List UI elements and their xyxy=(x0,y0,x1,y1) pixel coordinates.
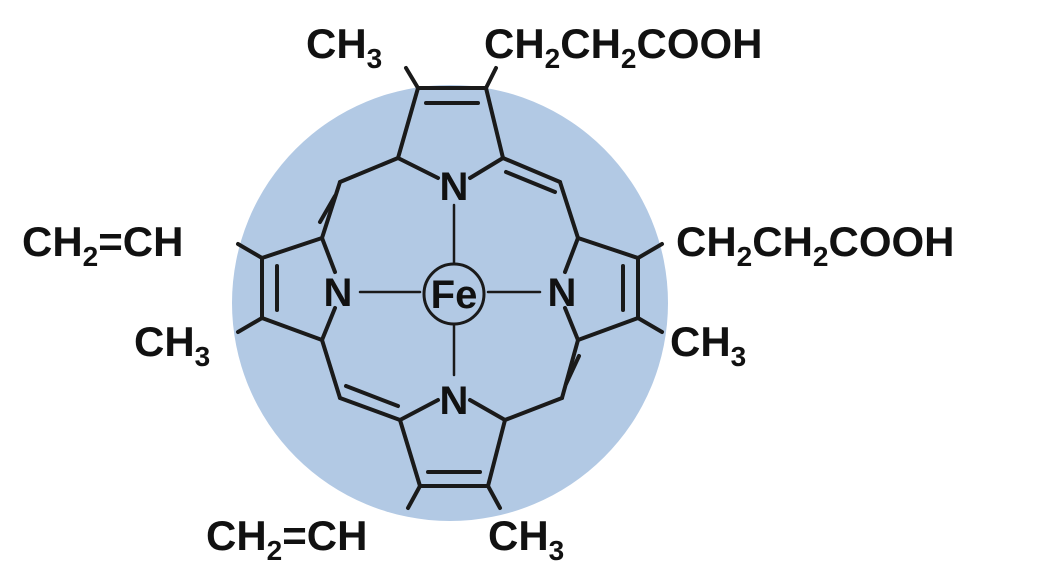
nitrogen-left-label: N xyxy=(324,271,353,315)
methine-bridges xyxy=(318,156,581,422)
nitrogen-bottom-label: N xyxy=(440,379,469,423)
nitrogen-right-label: N xyxy=(548,271,577,315)
substituent-top-left: CH3 xyxy=(306,20,382,74)
iron-circle xyxy=(422,262,486,326)
substituent-bottom-right: CH3 xyxy=(488,512,564,566)
iron-coordination-bonds xyxy=(358,203,542,377)
nitrogen-top-label: N xyxy=(440,165,469,209)
iron-label: Fe xyxy=(431,273,478,317)
substituent-right-upper: CH2CH2COOH xyxy=(676,218,955,272)
substituent-bottom-left: CH2=CH xyxy=(206,512,367,566)
top-pyrrole-ring xyxy=(396,66,505,180)
substituent-right-lower: CH3 xyxy=(670,318,746,372)
substituent-left-lower: CH3 xyxy=(134,318,210,372)
substituent-top-right: CH2CH2COOH xyxy=(484,20,763,74)
bottom-pyrrole-ring xyxy=(398,398,507,510)
right-pyrrole-ring xyxy=(563,236,664,342)
left-pyrrole-ring xyxy=(236,236,337,342)
substituent-left-upper: CH2=CH xyxy=(22,218,183,272)
